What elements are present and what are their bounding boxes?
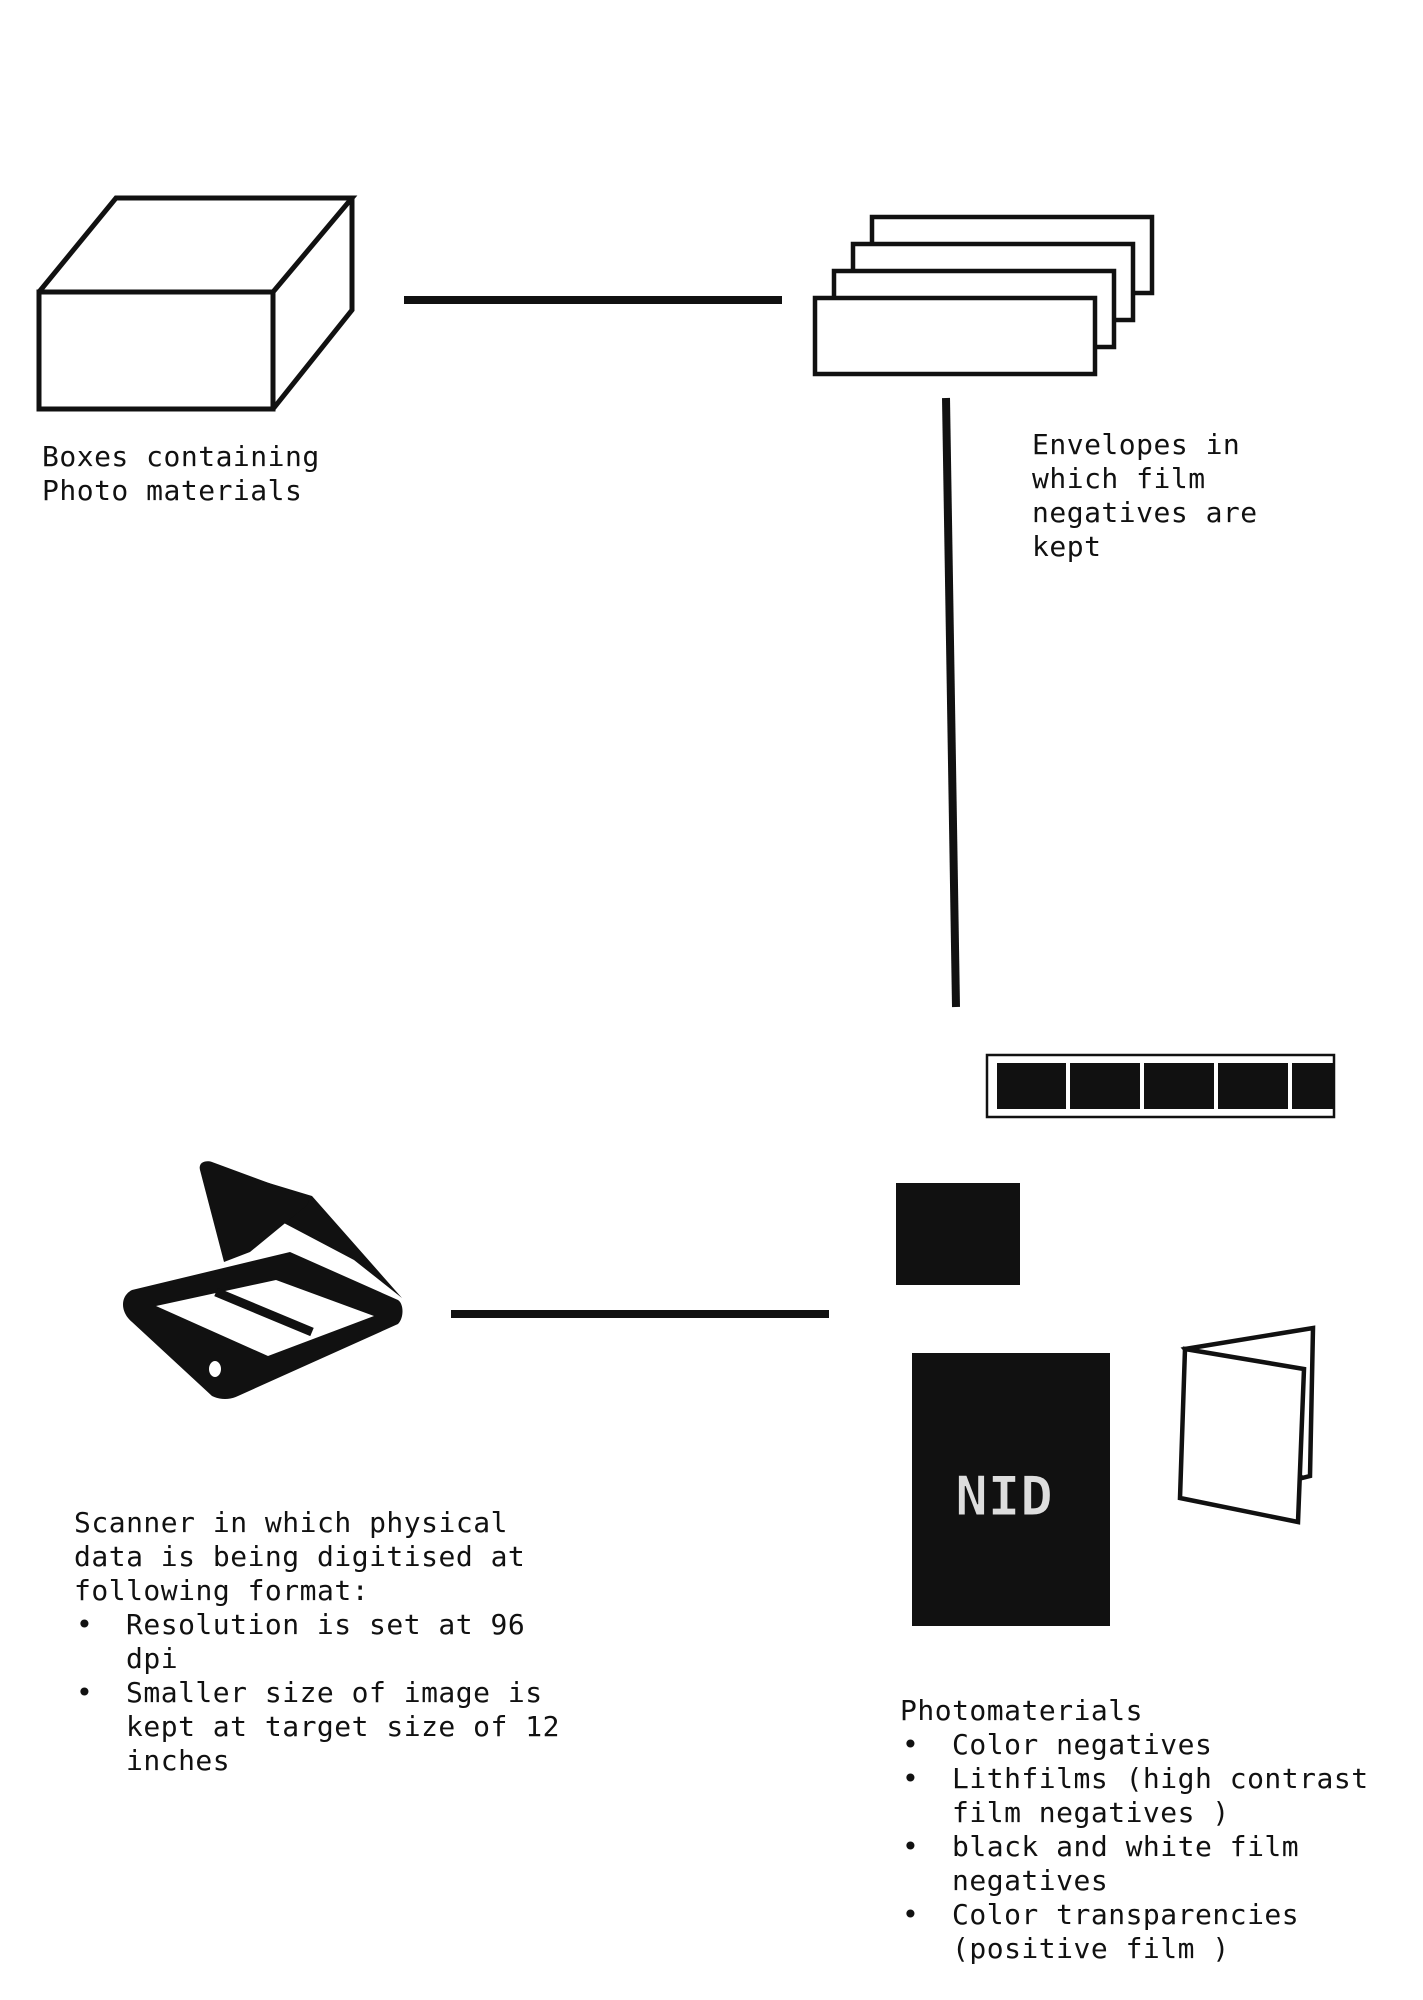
envelopes-label-line: Envelopes in (1032, 428, 1241, 461)
folded-card-icon (1177, 1325, 1316, 1525)
envelopes-label: Envelopes in which film negatives are ke… (1032, 428, 1292, 564)
photomaterials-bullet: Lithfilms (high contrast film negatives … (900, 1762, 1400, 1830)
photomaterials-title: Photomaterials (900, 1694, 1144, 1727)
envelopes-label-line: negatives are (1032, 496, 1258, 529)
scanner-bullet-list: Resolution is set at 96 dpi Smaller size… (74, 1608, 594, 1778)
envelopes-label-line: which film (1032, 462, 1206, 495)
scanner-intro-line: Scanner in which physical (74, 1506, 508, 1539)
photomaterials-bullet: black and white film negatives (900, 1830, 1400, 1898)
boxes-label-line: Photo materials (42, 474, 303, 507)
photomaterials-bullet: Color negatives (900, 1728, 1400, 1762)
scanner-icon (123, 1161, 403, 1399)
boxes-label: Boxes containing Photo materials (42, 440, 382, 508)
scanner-bullet: Resolution is set at 96 dpi (74, 1608, 594, 1676)
box-icon (36, 195, 358, 412)
scanner-intro-line: following format: (74, 1574, 370, 1607)
envelopes-label-line: kept (1032, 530, 1102, 563)
photomaterials-bullet: Color transparencies (positive film ) (900, 1898, 1400, 1966)
scanner-bullet: Smaller size of image is kept at target … (74, 1676, 594, 1778)
scanner-label: Scanner in which physical data is being … (74, 1506, 594, 1778)
scanner-intro-line: data is being digitised at (74, 1540, 526, 1573)
envelopes-icon (812, 214, 1155, 377)
boxes-label-line: Boxes containing (42, 440, 320, 473)
square-icon (896, 1183, 1020, 1285)
book-icon: NID (912, 1353, 1110, 1626)
photomaterials-bullet-list: Color negatives Lithfilms (high contrast… (900, 1728, 1400, 1966)
film-strip-icon (985, 1053, 1336, 1119)
photomaterials-label: Photomaterials Color negatives Lithfilms… (900, 1694, 1400, 1966)
connector-envelopes-photomaterials (942, 397, 960, 1008)
book-label: NID (955, 1465, 1053, 1528)
